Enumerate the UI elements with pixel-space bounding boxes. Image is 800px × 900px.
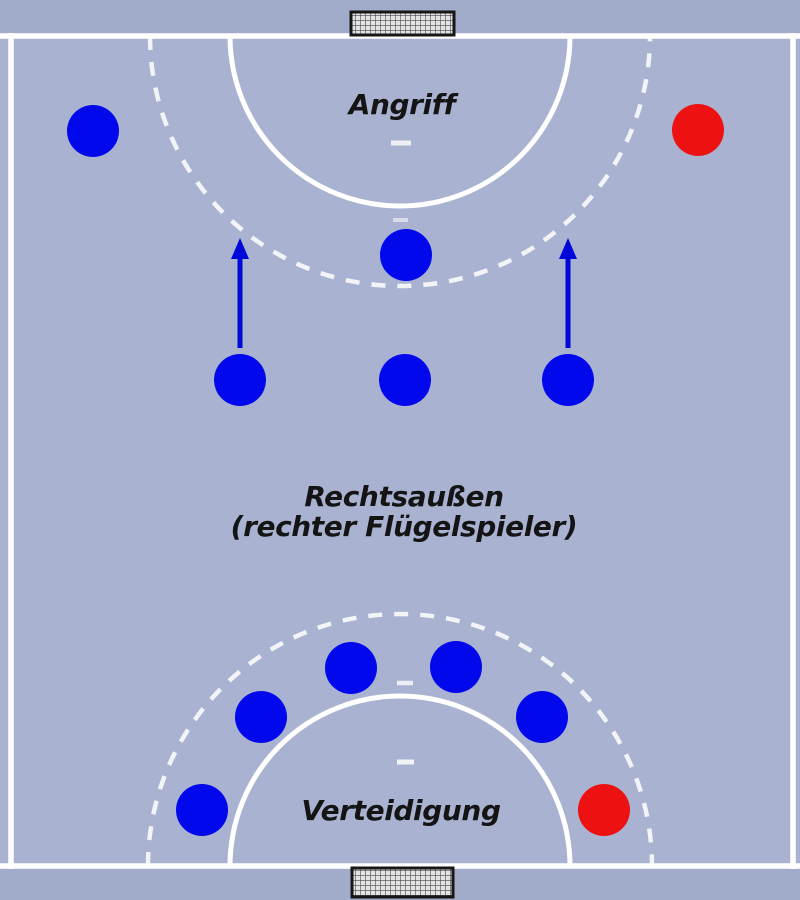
attack-centre-back (379, 354, 431, 406)
goal-top (349, 10, 456, 37)
attack-left-back (214, 354, 266, 406)
position-label-line2: (rechter Flügelspieler) (230, 510, 578, 543)
defense-half-left (235, 691, 287, 743)
goal-bottom (350, 866, 455, 899)
run-arrow-right (559, 238, 577, 348)
goal-area-arc-bottom (227, 693, 573, 867)
attack-right-wing-highlighted (672, 104, 724, 156)
goal-area-arc-top (227, 35, 573, 209)
attack-label: Angriff (348, 88, 456, 121)
defense-label: Verteidigung (301, 794, 501, 827)
run-arrow-left (231, 238, 249, 348)
defense-centre-left (325, 642, 377, 694)
position-label-line1: Rechtsaußen (304, 480, 504, 513)
free-throw-arc-bottom (145, 611, 655, 867)
defense-outside-right-highlighted (578, 784, 630, 836)
defense-centre-right (430, 641, 482, 693)
attack-circle-runner (380, 229, 432, 281)
defense-half-right (516, 691, 568, 743)
free-throw-arc-top (147, 35, 653, 289)
attack-right-back (542, 354, 594, 406)
attack-left-wing (67, 105, 119, 157)
position-label: Rechtsaußen (rechter Flügelspieler) (231, 482, 578, 542)
defense-outside-left (176, 784, 228, 836)
